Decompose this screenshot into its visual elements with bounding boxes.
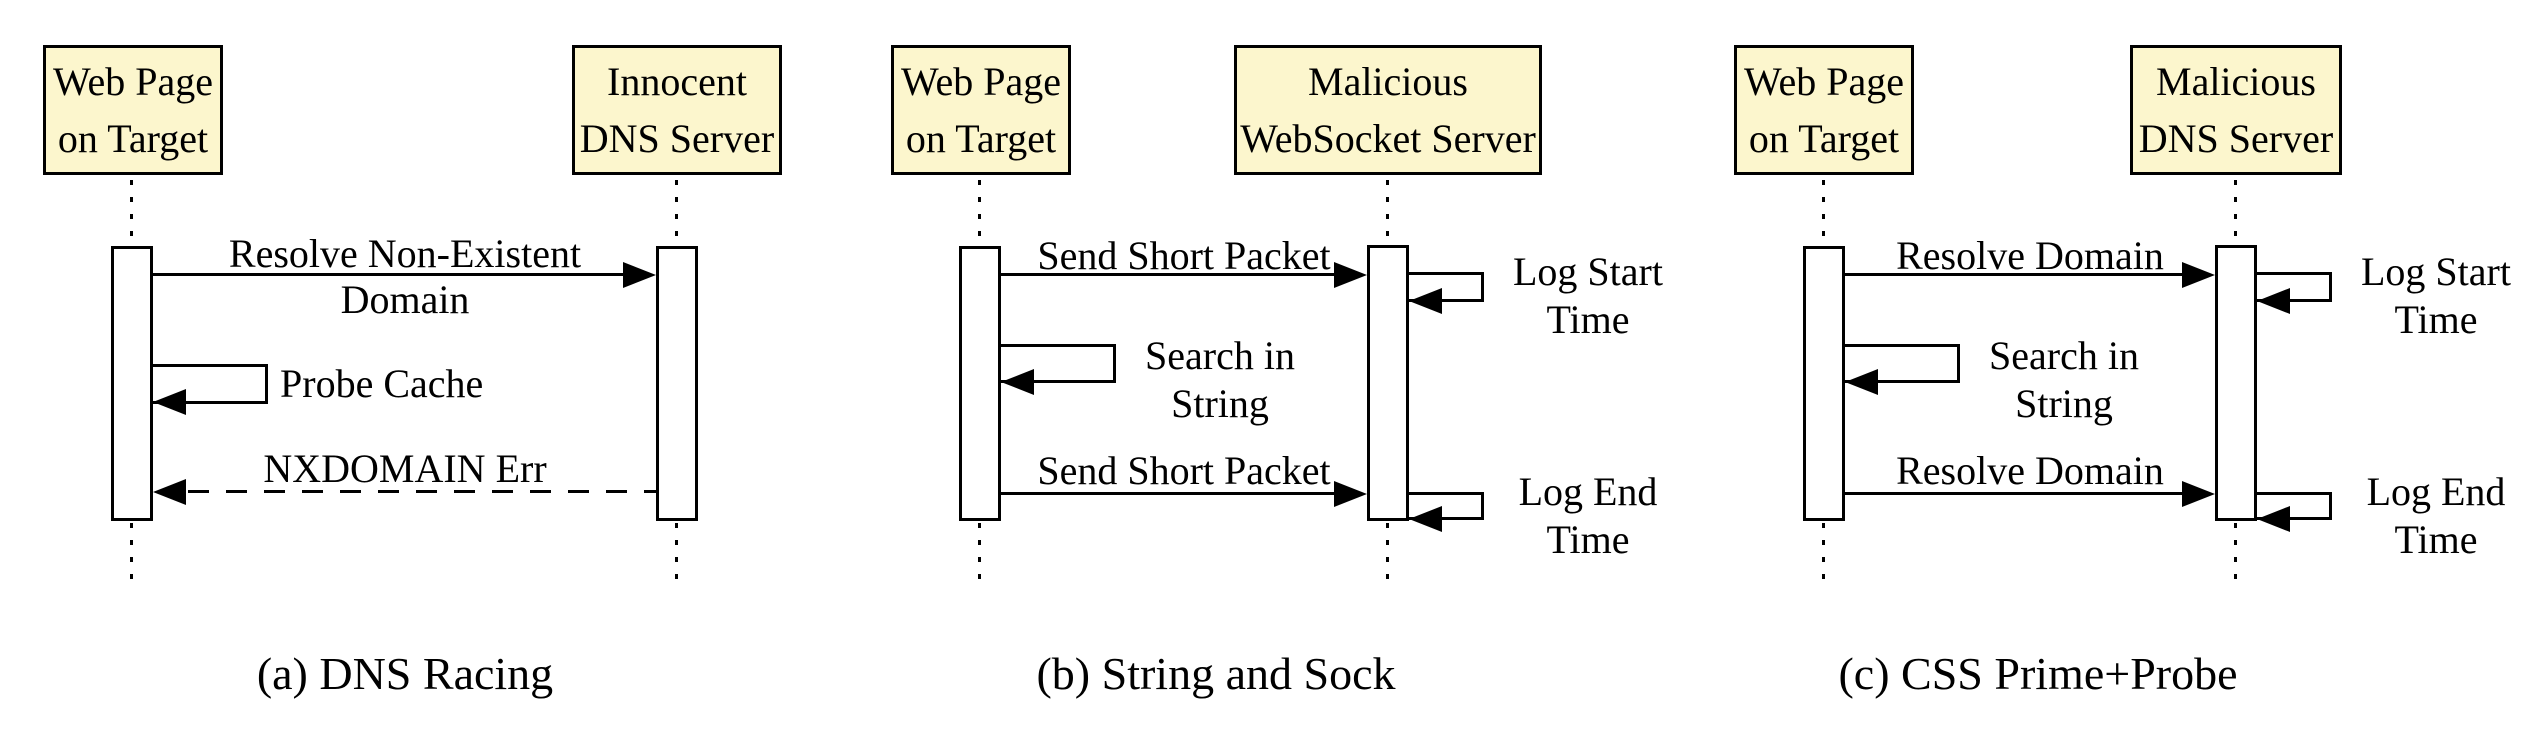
arrowhead-left-icon bbox=[153, 389, 186, 415]
arrowhead-left-icon bbox=[1409, 288, 1442, 314]
self-call-label: Log End Time bbox=[1478, 468, 1698, 564]
self-call-label: Log End Time bbox=[2326, 468, 2542, 564]
actor-box-web-page-on-target: Web Page on Target bbox=[43, 45, 223, 175]
actor-label-line2: DNS Server bbox=[579, 116, 775, 161]
actor-box-malicious-dns-server: Malicious DNS Server bbox=[2130, 45, 2342, 175]
lifeline bbox=[675, 523, 678, 580]
message-arrow-line bbox=[1845, 492, 2185, 495]
lifeline bbox=[978, 180, 981, 244]
message-arrow-line bbox=[1845, 273, 2185, 276]
actor-box-malicious-websocket-server: Malicious WebSocket Server bbox=[1234, 45, 1542, 175]
message-label: Domain bbox=[340, 277, 470, 322]
self-call-label-line2: Time bbox=[1546, 517, 1630, 562]
lifeline bbox=[130, 523, 133, 580]
activation-bar bbox=[1367, 245, 1409, 521]
actor-label-line1: Malicious bbox=[1308, 59, 1468, 104]
panel-dns-racing: Web Page on Target Innocent DNS Server R… bbox=[0, 0, 848, 742]
message-label: Send Short Packet bbox=[1037, 448, 1331, 493]
self-call-label: Log Start Time bbox=[1478, 248, 1698, 344]
self-call-label-line2: Time bbox=[2394, 297, 2478, 342]
actor-label-line1: Malicious bbox=[2156, 59, 2316, 104]
actor-label-line2: DNS Server bbox=[2138, 116, 2334, 161]
self-call-label-line1: Log Start bbox=[2361, 249, 2511, 294]
self-call-label-line1: Search in bbox=[1989, 333, 2139, 378]
lifeline bbox=[2234, 180, 2237, 242]
self-call-label: Search in String bbox=[1964, 332, 2164, 428]
lifeline bbox=[1386, 180, 1389, 242]
message-arrow-line bbox=[153, 273, 626, 276]
message-label: Send Short Packet bbox=[1037, 233, 1331, 278]
activation-bar bbox=[1803, 246, 1845, 521]
activation-bar bbox=[959, 246, 1001, 521]
message-label: Resolve Domain bbox=[1896, 448, 2164, 493]
message-arrow-line bbox=[1001, 273, 1337, 276]
activation-bar bbox=[2215, 245, 2257, 521]
panel-string-and-sock: Web Page on Target Malicious WebSocket S… bbox=[848, 0, 1693, 742]
self-call-label-line1: Log End bbox=[1518, 469, 1658, 514]
self-call-label: Search in String bbox=[1120, 332, 1320, 428]
self-call-label-line1: Log End bbox=[2366, 469, 2506, 514]
lifeline bbox=[1822, 523, 1825, 580]
arrowhead-right-icon bbox=[623, 262, 656, 288]
activation-bar bbox=[111, 246, 153, 521]
lifeline bbox=[978, 523, 981, 580]
arrowhead-right-icon bbox=[2182, 481, 2215, 507]
lifeline bbox=[130, 180, 133, 244]
arrowhead-left-icon bbox=[2257, 288, 2290, 314]
actor-box-web-page-on-target: Web Page on Target bbox=[891, 45, 1071, 175]
message-label: NXDOMAIN Err bbox=[263, 446, 547, 491]
actor-box-web-page-on-target: Web Page on Target bbox=[1734, 45, 1914, 175]
lifeline bbox=[1822, 180, 1825, 244]
actor-label-line1: Web Page bbox=[1743, 59, 1905, 104]
actor-label-line2: on Target bbox=[905, 116, 1057, 161]
actor-label-line1: Web Page bbox=[52, 59, 214, 104]
panel-css-prime-probe: Web Page on Target Malicious DNS Server … bbox=[1693, 0, 2542, 742]
message-label: Resolve Domain bbox=[1896, 233, 2164, 278]
arrowhead-right-icon bbox=[1334, 481, 1367, 507]
panel-caption: (a) DNS Racing bbox=[256, 648, 554, 699]
arrowhead-left-icon bbox=[1001, 369, 1034, 395]
actor-label-line2: WebSocket Server bbox=[1240, 116, 1536, 161]
lifeline bbox=[675, 180, 678, 243]
arrowhead-right-icon bbox=[1334, 262, 1367, 288]
actor-label-line1: Innocent bbox=[607, 59, 747, 104]
actor-label-line1: Web Page bbox=[900, 59, 1062, 104]
arrowhead-right-icon bbox=[2182, 262, 2215, 288]
self-call-label: Log Start Time bbox=[2326, 248, 2542, 344]
arrowhead-left-icon bbox=[1409, 506, 1442, 532]
lifeline bbox=[2234, 523, 2237, 580]
actor-box-innocent-dns-server: Innocent DNS Server bbox=[572, 45, 782, 175]
self-call-label-line2: Time bbox=[1546, 297, 1630, 342]
message-label: Resolve Non-Existent bbox=[228, 231, 582, 276]
message-arrow-line bbox=[1001, 492, 1337, 495]
self-call-label-line1: Log Start bbox=[1513, 249, 1663, 294]
actor-label-line2: on Target bbox=[1748, 116, 1900, 161]
actor-label-line2: on Target bbox=[57, 116, 209, 161]
activation-bar bbox=[656, 246, 698, 521]
arrowhead-left-icon bbox=[1845, 369, 1878, 395]
return-arrow-dashed-line bbox=[188, 490, 656, 493]
self-call-label-line2: Time bbox=[2394, 517, 2478, 562]
arrowhead-left-icon bbox=[2257, 506, 2290, 532]
self-call-label-line2: String bbox=[1171, 381, 1269, 426]
lifeline bbox=[1386, 523, 1389, 580]
arrowhead-left-icon bbox=[153, 479, 186, 505]
panel-caption: (b) String and Sock bbox=[1036, 648, 1396, 699]
panel-caption: (c) CSS Prime+Probe bbox=[1838, 648, 2238, 699]
self-call-label: Probe Cache bbox=[280, 361, 484, 406]
self-call-label-line2: String bbox=[2015, 381, 2113, 426]
self-call-label-line1: Search in bbox=[1145, 333, 1295, 378]
